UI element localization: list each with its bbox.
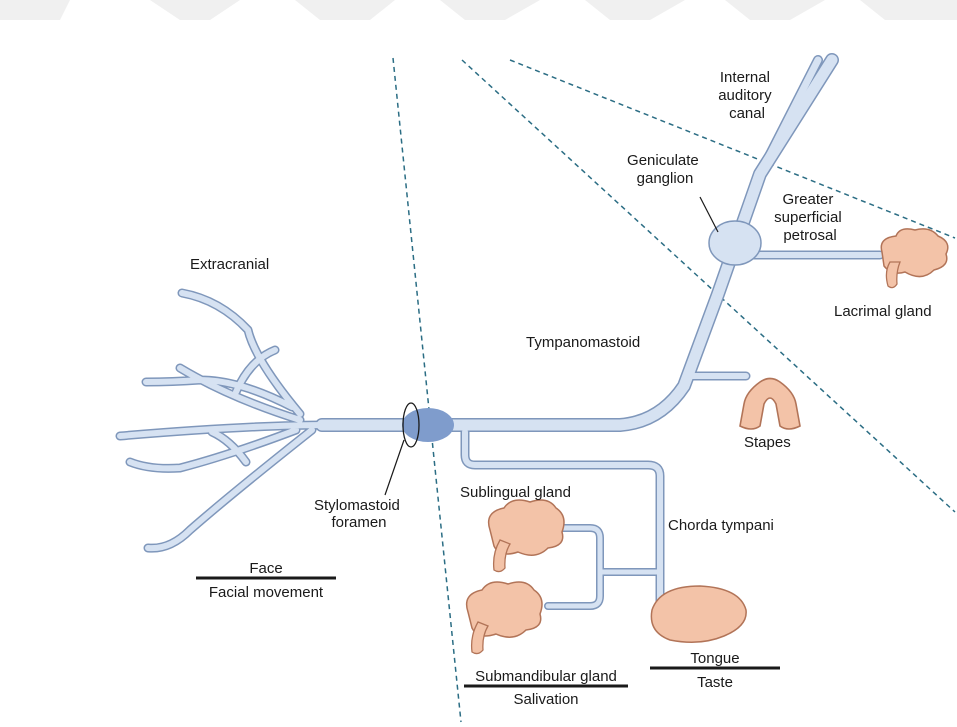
extracranial-label: Extracranial [190,256,269,273]
lacrimal-gland-label: Lacrimal gland [834,303,932,320]
greater-superficial-petrosal-label: Greater superficial petrosal [774,191,846,244]
chorda-tympani-label: Chorda tympani [668,517,774,534]
salivation-label: Salivation [513,691,578,708]
taste-label: Taste [697,674,733,691]
tympanomastoid-label: Tympanomastoid [526,334,640,351]
watermark-bars [0,0,957,20]
facial-movement-label: Facial movement [209,584,324,601]
tongue-label: Tongue [690,650,739,667]
boundary-line-stylomastoid [393,58,461,722]
stylomastoid-foramen-marker [385,403,454,495]
boundary-line-tympanic [462,60,955,512]
face-label: Face [249,560,282,577]
gland-branch [548,528,660,606]
submandibular-gland-label: Submandibular gland [475,668,617,685]
lacrimal-gland-icon [881,229,948,288]
geniculate-ganglion-swelling [709,221,761,265]
sublingual-gland-icon [489,500,564,572]
stylomastoid-foramen-label: Stylomastoid foramen [314,497,404,531]
stapes-icon [740,379,800,430]
sublingual-gland-label: Sublingual gland [460,484,571,501]
internal-auditory-canal-label: Internal auditory canal [718,69,776,122]
geniculate-ganglion-label: Geniculate ganglion [627,152,703,187]
stapes-label: Stapes [744,434,791,451]
tongue-icon [651,586,746,642]
geniculate-pointer-line [700,197,718,232]
submandibular-gland-icon [467,582,542,654]
